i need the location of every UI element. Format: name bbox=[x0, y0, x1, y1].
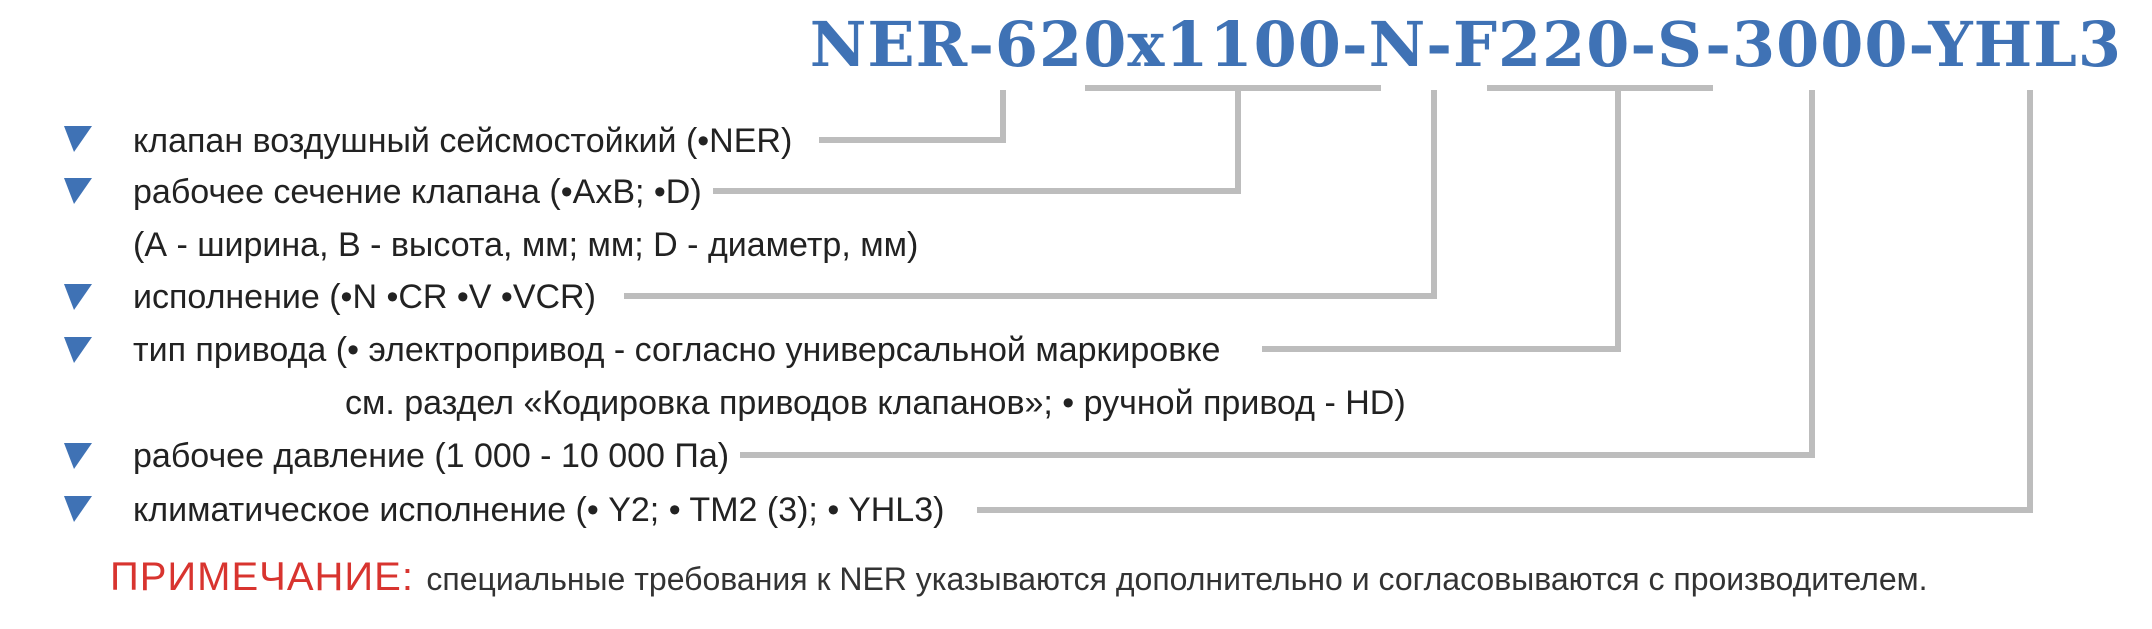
item-drive-type: тип привода (• электропривод - согласно … bbox=[133, 331, 1221, 369]
item-working-pressure: рабочее давление (1 000 - 10 000 Па) bbox=[133, 437, 730, 475]
item-climate: климатическое исполнение (• Y2; • TM2 (3… bbox=[133, 491, 945, 529]
connector-type bbox=[819, 90, 1006, 143]
triangle-bullet-icon bbox=[64, 284, 92, 310]
item-drive-type-continued: см. раздел «Кодировка приводов клапанов»… bbox=[345, 384, 1406, 422]
item-section-note: (А - ширина, В - высота, мм; мм; D - диа… bbox=[133, 226, 919, 264]
connector-drive bbox=[1262, 90, 1621, 352]
note: ПРИМЕЧАНИЕ: специальные требования к NER… bbox=[110, 555, 1928, 600]
triangle-bullet-icon bbox=[64, 126, 92, 152]
note-label: ПРИМЕЧАНИЕ: bbox=[110, 555, 414, 599]
note-text: специальные требования к NER указываются… bbox=[426, 561, 1928, 597]
item-execution: исполнение (•N •CR •V •VCR) bbox=[133, 278, 596, 316]
model-code-title: NER-620x1100-N-F220-S-3000-YHL3 bbox=[809, 8, 2122, 81]
triangle-bullet-icon bbox=[64, 337, 92, 363]
triangle-bullet-icon bbox=[64, 496, 92, 522]
item-working-section: рабочее сечение клапана (•AxB; •D) bbox=[133, 173, 702, 211]
connector-section bbox=[713, 90, 1241, 194]
item-valve-type: клапан воздушный сейсмостойкий (•NER) bbox=[133, 122, 793, 160]
triangle-bullet-icon bbox=[64, 443, 92, 469]
triangle-bullet-icon bbox=[64, 178, 92, 204]
connector-climate bbox=[977, 90, 2033, 513]
connector-execution bbox=[624, 90, 1437, 299]
connector-pressure bbox=[740, 90, 1815, 458]
